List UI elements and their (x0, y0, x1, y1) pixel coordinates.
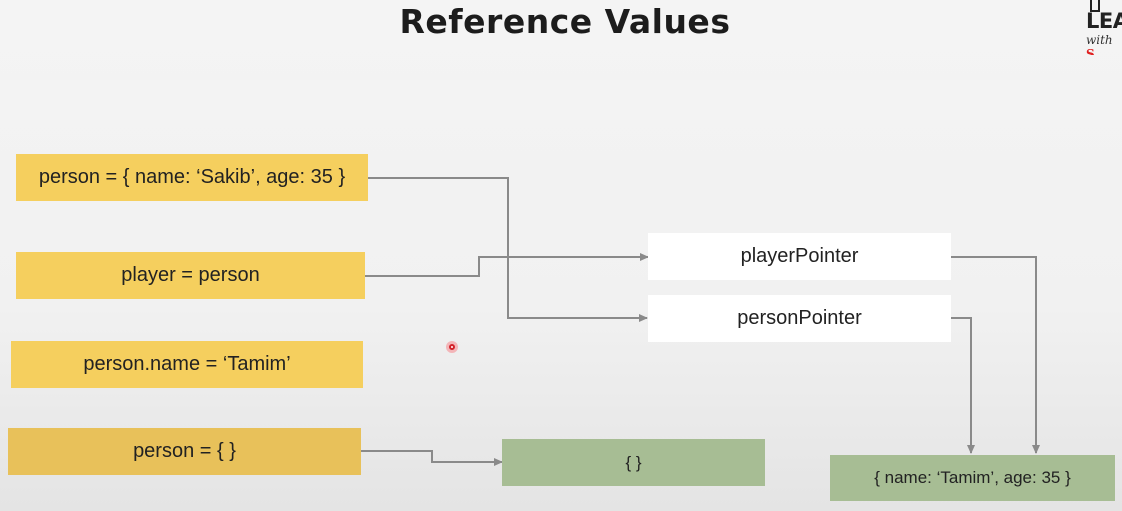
logo-subtext: with S (1086, 33, 1113, 55)
player-pointer-box: playerPointer (648, 233, 951, 280)
page-title: Reference Values (399, 2, 731, 41)
brand-logo: LEA with S (1084, 0, 1122, 55)
empty-object-box: { } (502, 439, 765, 486)
arrow-person-to-personPointer (368, 177, 648, 322)
person-pointer-box: personPointer (648, 295, 951, 342)
arrow-playerPointer-to-object (951, 256, 1040, 454)
logo-text: LEA (1086, 9, 1122, 33)
statement-person-reassign: person = { } (8, 428, 361, 475)
arrow-personPointer-to-object (951, 317, 975, 454)
statement-player-assign: player = person (16, 252, 365, 299)
arrow-player-to-playerPointer (365, 253, 649, 277)
statement-person-name-assign: person.name = ‘Tamim’ (11, 341, 363, 388)
logo-mark-icon (1090, 0, 1100, 12)
statement-person-assign: person = { name: ‘Sakib’, age: 35 } (16, 154, 368, 201)
person-object-box: { name: ‘Tamim’, age: 35 } (830, 455, 1115, 501)
arrow-person-to-empty-object (361, 450, 503, 466)
pointer-cursor-icon (446, 341, 458, 353)
